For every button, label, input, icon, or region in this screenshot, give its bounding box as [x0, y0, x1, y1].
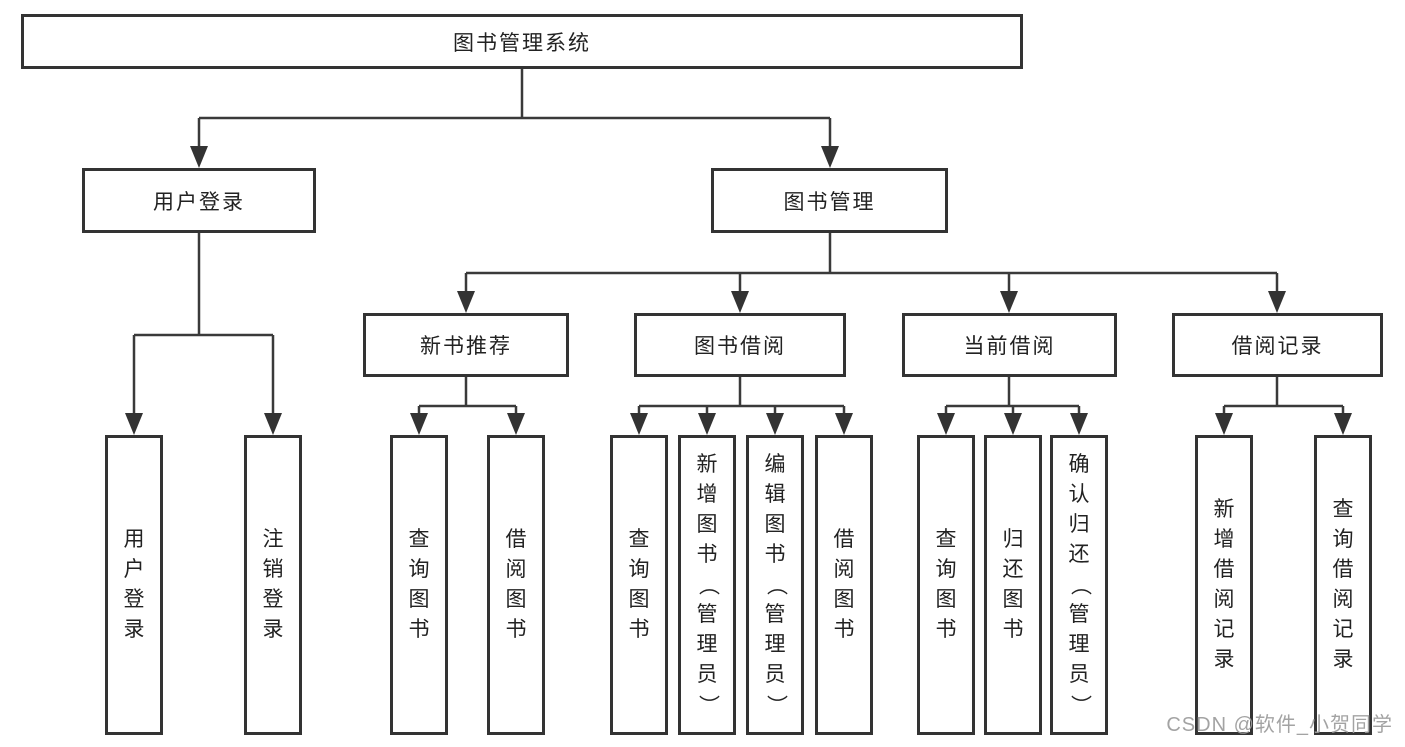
- leaf-edit-books-admin: 编辑图书（管理员）: [746, 435, 804, 735]
- leaf-add-books-admin: 新增图书（管理员）: [678, 435, 736, 735]
- leaf-user-login: 用户登录: [105, 435, 163, 735]
- leaf-borrow-books: 借阅图书: [815, 435, 873, 735]
- node-current-borrowing: 当前借阅: [902, 313, 1117, 377]
- leaf-return-books: 归还图书: [984, 435, 1042, 735]
- leaf-borrow-books-recommend: 借阅图书: [487, 435, 545, 735]
- leaf-query-books-borrow: 查询图书: [610, 435, 668, 735]
- leaf-logout: 注销登录: [244, 435, 302, 735]
- node-new-book-recommend: 新书推荐: [363, 313, 569, 377]
- leaf-query-books-recommend: 查询图书: [390, 435, 448, 735]
- leaf-query-books-current: 查询图书: [917, 435, 975, 735]
- node-book-borrowing: 图书借阅: [634, 313, 846, 377]
- node-user-login: 用户登录: [82, 168, 316, 233]
- watermark: CSDN @软件_小贺同学: [1166, 714, 1393, 736]
- leaf-confirm-return-admin: 确认归还（管理员）: [1050, 435, 1108, 735]
- node-borrow-records: 借阅记录: [1172, 313, 1383, 377]
- leaf-add-borrow-record: 新增借阅记录: [1195, 435, 1253, 735]
- node-book-management: 图书管理: [711, 168, 948, 233]
- node-root-system: 图书管理系统: [21, 14, 1023, 69]
- leaf-query-borrow-record: 查询借阅记录: [1314, 435, 1372, 735]
